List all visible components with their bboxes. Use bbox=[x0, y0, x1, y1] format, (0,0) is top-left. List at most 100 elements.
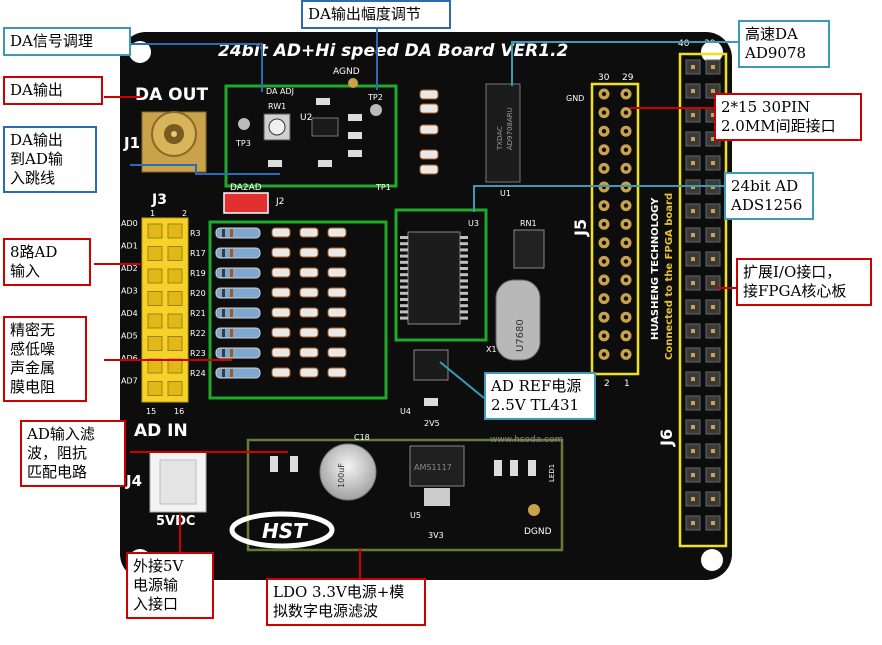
callout-io-ext: 扩展I/O接口， 接FPGA核心板 bbox=[736, 258, 872, 306]
callout-line: 8路AD bbox=[10, 243, 58, 261]
smd bbox=[290, 456, 298, 472]
u5-regulator bbox=[409, 445, 465, 487]
ic-pin bbox=[460, 310, 468, 314]
smd bbox=[528, 460, 536, 476]
ic-pin bbox=[460, 285, 468, 289]
da-section-box bbox=[224, 84, 398, 188]
resistor-label: R17 bbox=[190, 249, 206, 258]
leader-lines bbox=[94, 29, 738, 578]
metal-film-resistor bbox=[215, 267, 261, 279]
j5-pin1: 1 bbox=[624, 379, 630, 389]
u5-silk: U5 bbox=[410, 511, 421, 520]
header-hole bbox=[623, 110, 629, 115]
header-hole bbox=[601, 91, 607, 97]
callout-line: 感低噪 bbox=[10, 340, 56, 358]
socket-hole bbox=[691, 113, 695, 117]
smd-part bbox=[327, 267, 347, 278]
metal-film-resistor bbox=[215, 247, 261, 259]
header-hole bbox=[623, 166, 629, 171]
resistor-band bbox=[230, 309, 233, 317]
j4-label: J4 bbox=[125, 472, 142, 490]
callout-resistor: 精密无 感低噪 声金属 膜电阻 bbox=[3, 316, 87, 402]
header-hole bbox=[601, 203, 607, 208]
socket-hole bbox=[691, 65, 695, 69]
resistor-band bbox=[230, 249, 233, 257]
smd bbox=[316, 98, 330, 105]
vendor2-silk: Connected to the FPGA board bbox=[664, 193, 675, 360]
callout-ldo: LDO 3.3V电源+模 拟数字电源滤波 bbox=[266, 578, 426, 626]
socket-hole bbox=[691, 401, 695, 405]
dgnd-silk: DGND bbox=[524, 527, 552, 537]
callout-line: AD输入滤 bbox=[27, 425, 95, 443]
ic-pin bbox=[400, 304, 408, 308]
callout-da-out: DA输出 bbox=[3, 76, 103, 105]
callout-da-jumper: DA输出 到AD输 入跳线 bbox=[3, 126, 97, 193]
resistor-label: R22 bbox=[190, 329, 206, 338]
u2-silk: U2 bbox=[300, 113, 312, 123]
header-hole bbox=[623, 203, 629, 208]
smd-part bbox=[271, 247, 291, 258]
callout-ad-8ch: 8路AD 输入 bbox=[3, 238, 91, 286]
ad-channel-label: AD2 bbox=[121, 264, 138, 273]
smd-part bbox=[299, 247, 319, 258]
header-pin bbox=[147, 336, 163, 351]
callout-line: 2.0MM间距接口 bbox=[721, 117, 836, 135]
metal-film-resistor bbox=[215, 327, 261, 339]
ic-pin bbox=[400, 267, 408, 270]
callout-line: 入接口 bbox=[133, 595, 179, 613]
header-hole bbox=[623, 315, 629, 320]
header-hole bbox=[623, 240, 629, 245]
socket-hole bbox=[711, 377, 715, 381]
smd-part bbox=[271, 227, 291, 238]
socket-hole bbox=[691, 233, 695, 237]
tp3-pad bbox=[238, 118, 250, 130]
j3-pin2: 2 bbox=[182, 209, 187, 218]
ic-pin bbox=[460, 316, 468, 320]
callout-line: 精密无 bbox=[10, 321, 56, 339]
metal-film-resistor bbox=[215, 347, 261, 359]
callout-da-signal: DA信号调理 bbox=[3, 27, 131, 56]
callout-line: 扩展I/O接口， bbox=[743, 263, 842, 281]
j6-pins bbox=[685, 59, 721, 531]
u3-silk: U3 bbox=[468, 219, 479, 228]
ad-channel-label: AD0 bbox=[121, 219, 138, 228]
socket-hole bbox=[691, 425, 695, 429]
ic-pin bbox=[460, 267, 468, 270]
callout-line: 电源输 bbox=[133, 576, 179, 594]
callout-hs-da: 高速DA AD9078 bbox=[738, 20, 830, 68]
u1-chip-text2: AD9708ARU bbox=[506, 107, 514, 150]
led-silk: LED1 bbox=[548, 464, 556, 482]
electrolytic-cap bbox=[319, 443, 377, 501]
ic-pin bbox=[400, 242, 408, 246]
j3-pin16: 16 bbox=[174, 407, 184, 416]
smd bbox=[348, 150, 362, 157]
ic-pin bbox=[460, 242, 468, 246]
callout-da-signal-text: DA信号调理 bbox=[10, 32, 93, 50]
smd bbox=[270, 456, 278, 472]
vdc-silk: 5VDC bbox=[156, 514, 195, 529]
header-hole bbox=[623, 333, 629, 338]
j1-label: J1 bbox=[123, 134, 140, 152]
socket-hole bbox=[711, 329, 715, 333]
resistor-band bbox=[230, 289, 233, 297]
header-pin bbox=[167, 246, 183, 261]
ad-header-pins bbox=[147, 223, 183, 396]
header-pin bbox=[147, 313, 163, 329]
u3-pins bbox=[400, 236, 468, 320]
tp1-silk: TP1 bbox=[375, 183, 391, 192]
smd-part bbox=[327, 227, 347, 238]
socket-hole bbox=[691, 521, 695, 525]
rw1-silk: RW1 bbox=[268, 102, 286, 111]
ad-channel-label: AD3 bbox=[121, 287, 138, 296]
socket-hole bbox=[711, 89, 715, 93]
socket-hole bbox=[691, 89, 695, 93]
callout-line: 输入 bbox=[10, 262, 41, 280]
header-pin bbox=[147, 291, 163, 306]
2v5-silk: 2V5 bbox=[424, 419, 440, 428]
callout-line: 膜电阻 bbox=[10, 378, 56, 396]
header-hole bbox=[601, 147, 607, 152]
header-hole bbox=[623, 129, 629, 134]
callout-line: 拟数字电源滤波 bbox=[273, 602, 379, 620]
